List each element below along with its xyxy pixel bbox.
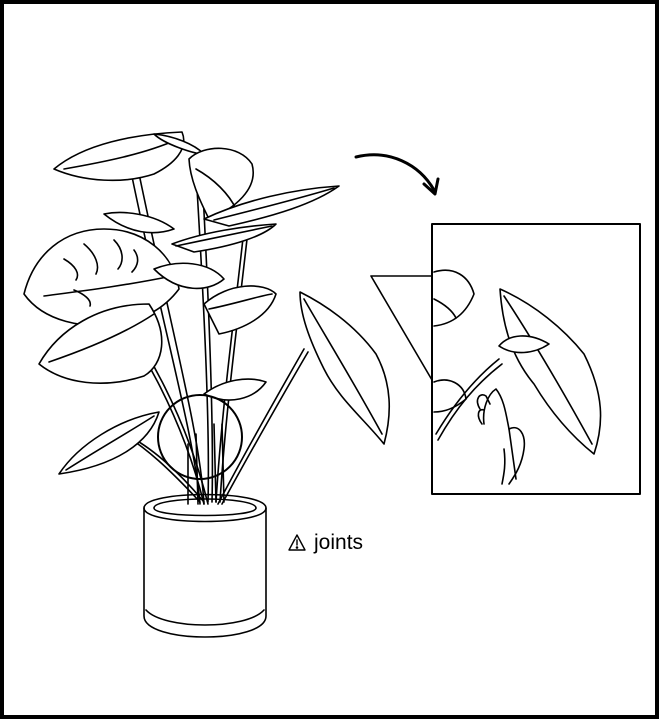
zoom-inset [432, 224, 640, 494]
warning-icon-spacer [288, 533, 308, 553]
zoom-arrow [356, 155, 438, 194]
plant-leaves [24, 132, 389, 474]
plant-illustration [4, 4, 655, 715]
joints-callout: joints [288, 531, 363, 555]
joints-label: joints [314, 531, 363, 555]
plant-pot [144, 495, 266, 638]
